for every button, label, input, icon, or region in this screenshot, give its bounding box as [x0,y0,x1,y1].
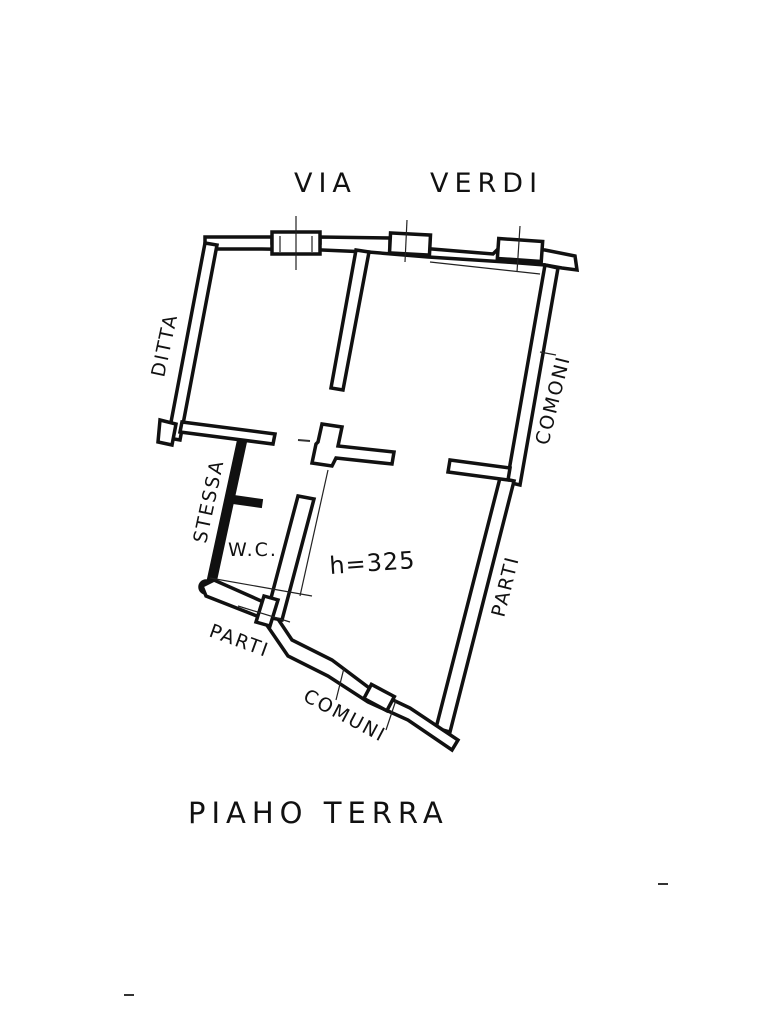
hall-dash [297,439,311,442]
interior-wall-upper [328,248,372,393]
right-wall-marks [539,351,557,356]
wc-label: W.C. [228,539,278,561]
central-pillar [309,422,397,468]
neighbour-label-ditta: DITTA [147,311,182,379]
hall-line [299,469,329,597]
ceiling-height-label: h=325 [328,546,416,580]
wc-door-swing [209,577,313,597]
window-top-left [270,216,322,270]
street-label-via: VIA [294,168,357,199]
top-wall-inner-line [429,261,541,275]
wc-door-line [237,605,291,623]
window-top-middle [387,219,433,263]
outer-wall-right-upper [504,262,561,488]
interior-wall-right-stub [445,458,513,482]
outer-wall-left-upper [165,240,220,443]
door-bottom [335,667,397,731]
wall-stub-lower-left [231,494,264,509]
wall-left-middle [177,420,278,446]
floor-title: PIAHO TERRA [188,796,449,830]
outer-wall-bottom [199,578,461,753]
wc-wall-inner [253,593,281,629]
window-top-right [495,225,545,273]
outer-wall-left-upper-base [156,417,179,448]
street-label-verdi: VERDI [430,168,543,199]
common-label-bottom-parti: PARTI [206,620,272,662]
